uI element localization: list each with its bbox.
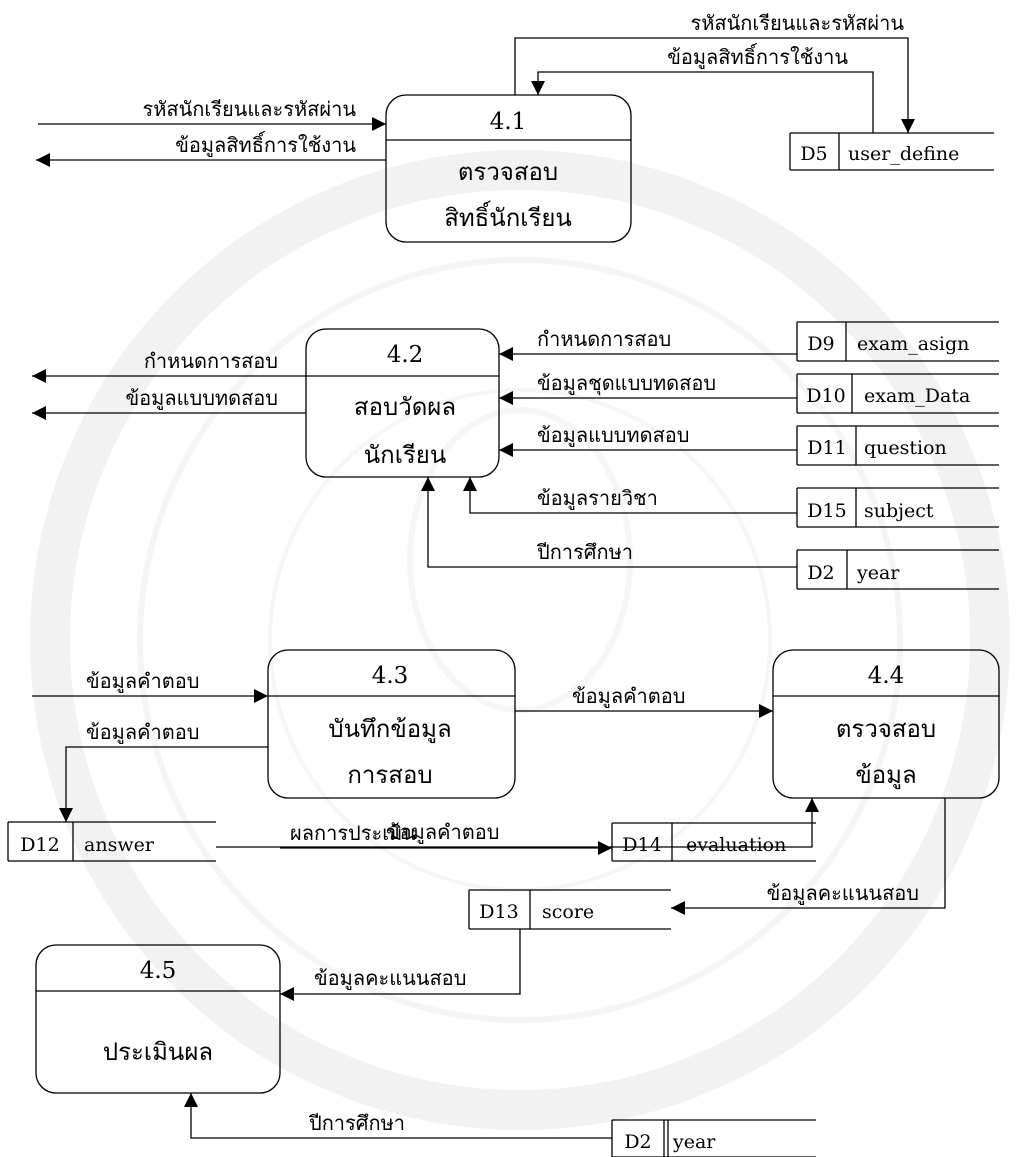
flow-label: รหัสนักเรียนและรหัสผ่าน [690, 11, 904, 35]
process-name-line-2: นักเรียน [364, 441, 447, 469]
store-name: question [864, 437, 947, 459]
store-id: D10 [806, 385, 845, 407]
flow-label: ข้อมูลชุดแบบทดสอบ [537, 371, 716, 396]
store-name: exam_Data [864, 385, 970, 407]
flow-d2-to-4-2: ปีการศึกษา [421, 477, 797, 568]
store-name: answer [84, 834, 155, 856]
flow-label: ข้อมูลคะแนนสอบ [767, 881, 919, 906]
store-name: year [856, 562, 900, 584]
flow-label: ปีการศึกษา [537, 540, 633, 564]
process-name-line-1: สอบวัดผล [354, 393, 456, 421]
flow-label: ข้อมูลสิทธิ์การใช้งาน [667, 42, 848, 70]
flow-label: รหัสนักเรียนและรหัสผ่าน [142, 97, 356, 121]
process-id: 4.2 [387, 342, 424, 368]
flow-label: ข้อมูลคำตอบ [86, 669, 199, 694]
flow-label: ข้อมูลคำตอบ [572, 684, 685, 709]
store-id: D5 [800, 143, 827, 165]
flow-d12-to-4-4: ข้อมูลคำตอบ [216, 798, 819, 848]
flow-4-3-to-4-4: ข้อมูลคำตอบ [515, 684, 773, 718]
university-seal-watermark [30, 150, 1010, 1130]
flow-d2-to-4-5: ปีการศึกษา [184, 1093, 612, 1139]
process-4-4: 4.4 ตรวจสอบ ข้อมูล [772, 649, 1000, 799]
data-store-d9: D9 exam_asign [796, 321, 999, 362]
process-name-line-1: ตรวจสอบ [458, 158, 558, 186]
process-id: 4.3 [372, 663, 409, 689]
data-store-d14: D14 evaluation [611, 822, 816, 862]
flow-label: กำหนดการสอบ [537, 327, 671, 351]
flow-label: ข้อมูลรายวิชา [537, 486, 658, 511]
process-name-line-1: ประเมินผล [103, 1038, 213, 1066]
data-store-d2-lower: D2 year [611, 1119, 816, 1157]
data-store-d12: D12 answer [7, 821, 216, 862]
flow-d13-to-4-5: ข้อมูลคะแนนสอบ [280, 929, 521, 1001]
flow-4-3-to-d12: ข้อมูลคำตอบ [59, 720, 268, 822]
process-id: 4.5 [140, 958, 177, 984]
flow-d9-to-4-2: กำหนดการสอบ [499, 327, 797, 361]
process-name-line-1: ตรวจสอบ [836, 715, 936, 743]
store-name: subject [864, 500, 934, 522]
flow-4-4-to-d13: ข้อมูลคะแนนสอบ [671, 798, 946, 915]
flow-answer-in: ข้อมูลคำตอบ [32, 669, 268, 703]
flow-label: ผลการประเมิน [290, 821, 416, 845]
store-id: D15 [807, 500, 846, 522]
flow-label: ปีการศึกษา [309, 1111, 405, 1135]
process-4-5: 4.5 ประเมินผล [35, 944, 281, 1094]
store-name: evaluation [686, 834, 786, 856]
data-store-d11: D11 question [796, 425, 999, 466]
store-name: year [672, 1131, 716, 1153]
flow-label: ข้อมูลคะแนนสอบ [314, 966, 466, 991]
data-store-d13: D13 score [468, 889, 671, 930]
flow-exam-schedule-out: กำหนดการสอบ [32, 349, 306, 383]
flow-label: ข้อมูลสิทธิ์การใช้งาน [175, 130, 356, 158]
flow-login-in: รหัสนักเรียนและรหัสผ่าน [38, 97, 386, 131]
flow-d5-permission: ข้อมูลสิทธิ์การใช้งาน [531, 42, 874, 133]
flow-d10-to-4-2: ข้อมูลชุดแบบทดสอบ [499, 371, 797, 405]
flow-permission-out: ข้อมูลสิทธิ์การใช้งาน [36, 130, 386, 167]
store-id: D11 [807, 437, 846, 459]
flow-questions-out: ข้อมูลแบบทดสอบ [32, 386, 306, 420]
flow-label: ข้อมูลแบบทดสอบ [537, 423, 690, 448]
process-4-1: 4.1 ตรวจสอบ สิทธิ์นักเรียน [385, 94, 632, 243]
process-name-line-2: สิทธิ์นักเรียน [444, 200, 572, 232]
process-id: 4.4 [868, 663, 905, 689]
store-name: exam_asign [857, 333, 969, 355]
store-id: D13 [479, 901, 518, 923]
process-name-line-2: ข้อมูล [855, 761, 916, 790]
process-name-line-1: บันทึกข้อมูล [328, 715, 451, 744]
store-id: D2 [624, 1131, 651, 1153]
process-id: 4.1 [490, 109, 527, 135]
flow-d15-to-4-2: ข้อมูลรายวิชา [463, 477, 797, 514]
store-id: D2 [807, 562, 834, 584]
flow-label: ข้อมูลแบบทดสอบ [126, 386, 279, 411]
store-id: D14 [622, 834, 661, 856]
process-4-3: 4.3 บันทึกข้อมูล การสอบ [267, 649, 516, 799]
store-id: D12 [20, 834, 59, 856]
data-store-d15: D15 subject [796, 487, 999, 528]
store-name: score [542, 901, 594, 923]
data-store-d10: D10 exam_Data [796, 373, 999, 414]
process-4-2: 4.2 สอบวัดผล นักเรียน [305, 328, 500, 478]
store-name: user_define [848, 143, 959, 165]
process-name-line-2: การสอบ [347, 761, 432, 789]
flow-4-5-to-d14: ผลการประเมิน [280, 821, 612, 855]
flow-label: กำหนดการสอบ [144, 349, 278, 373]
data-store-d2-upper: D2 year [796, 549, 999, 590]
flow-label: ข้อมูลคำตอบ [86, 720, 199, 745]
store-id: D9 [807, 333, 834, 355]
data-store-d5: D5 user_define [789, 132, 994, 171]
flow-login-to-d5: รหัสนักเรียนและรหัสผ่าน [514, 11, 915, 133]
flow-label: ข้อมูลคำตอบ [386, 820, 499, 845]
flow-d11-to-4-2: ข้อมูลแบบทดสอบ [499, 423, 797, 457]
